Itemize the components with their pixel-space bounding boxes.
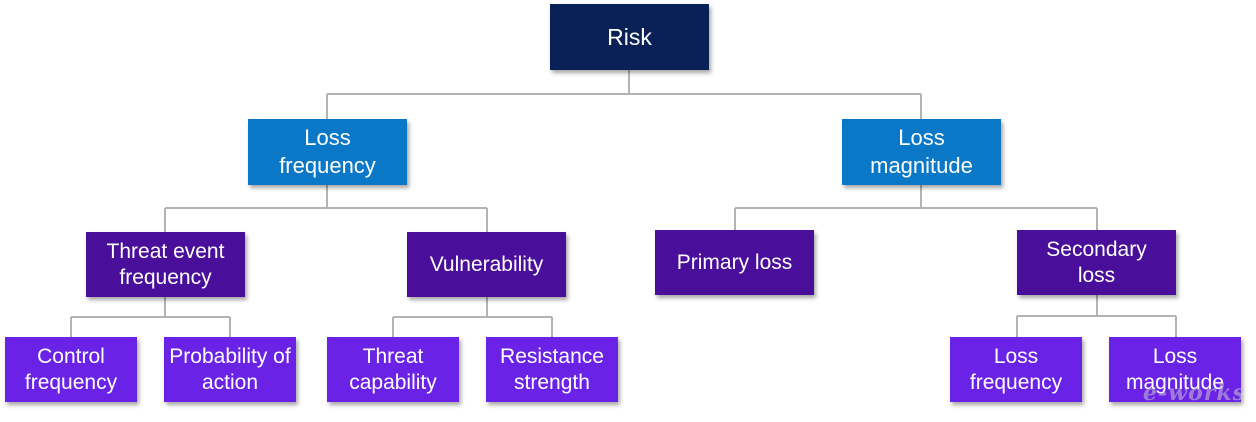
node-label: Secondary loss xyxy=(1046,237,1147,287)
node-risk: Risk xyxy=(550,4,709,70)
node-label: Threat event frequency xyxy=(106,239,225,289)
watermark-logo: e-works xyxy=(1143,380,1246,406)
node-label: Loss frequency xyxy=(279,125,376,178)
node-vulnerability: Vulnerability xyxy=(407,232,566,297)
node-label: Loss frequency xyxy=(969,344,1063,394)
node-label: Primary loss xyxy=(676,250,793,274)
node-control-frequency: Control frequency xyxy=(5,337,137,402)
node-probability-of-action: Probability of action xyxy=(164,337,296,402)
node-label: Risk xyxy=(607,24,652,50)
node-loss-frequency: Loss frequency xyxy=(248,119,407,185)
node-threat-event-frequency: Threat event frequency xyxy=(86,232,245,297)
node-label: Resistance strength xyxy=(500,344,604,394)
node-label: Loss magnitude xyxy=(1125,344,1225,394)
node-secondary-loss: Secondary loss xyxy=(1017,230,1176,295)
node-threat-capability: Threat capability xyxy=(327,337,459,402)
node-resistance-strength: Resistance strength xyxy=(486,337,618,402)
node-label: Probability of action xyxy=(169,344,291,394)
node-secondary-loss-magnitude: Loss magnitude xyxy=(1109,337,1241,402)
node-secondary-loss-frequency: Loss frequency xyxy=(950,337,1082,402)
node-primary-loss: Primary loss xyxy=(655,230,814,295)
node-label: Control frequency xyxy=(24,344,118,394)
node-label: Threat capability xyxy=(349,344,437,394)
node-loss-magnitude: Loss magnitude xyxy=(842,119,1001,185)
node-label: Loss magnitude xyxy=(870,125,973,178)
node-label: Vulnerability xyxy=(429,252,544,276)
